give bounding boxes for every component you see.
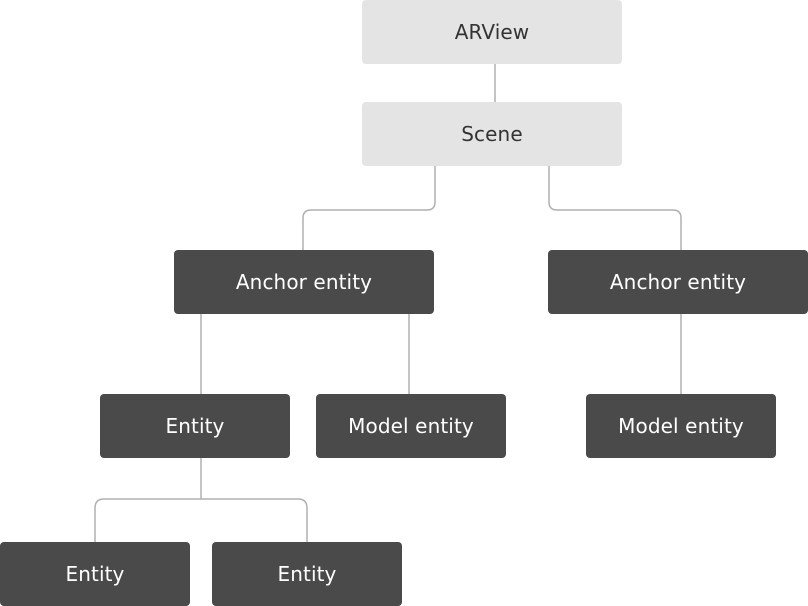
node-label: Anchor entity — [235, 270, 373, 294]
diagram-node-model-entity-right: Model entity — [586, 394, 776, 458]
node-label: ARView — [454, 20, 530, 44]
diagram-node-child-entity-left: Entity — [0, 542, 190, 606]
node-label: Model entity — [348, 414, 474, 438]
diagram-node-anchor-entity-right: Anchor entity — [548, 250, 808, 314]
diagram-node-scene: Scene — [362, 102, 622, 166]
node-label: Scene — [461, 122, 523, 146]
node-label: Model entity — [618, 414, 744, 438]
diagram-node-model-entity-left: Model entity — [316, 394, 506, 458]
node-label: Entity — [65, 562, 125, 586]
connector-scene-anchor1 — [302, 166, 436, 251]
connector-scene-anchor2 — [548, 166, 682, 251]
diagram-node-child-entity-right: Entity — [212, 542, 402, 606]
diagram-node-arview: ARView — [362, 0, 622, 64]
node-label: Entity — [165, 414, 225, 438]
connector-entity-children — [94, 458, 308, 543]
node-label: Anchor entity — [609, 270, 747, 294]
diagram-node-entity: Entity — [100, 394, 290, 458]
diagram-node-anchor-entity-left: Anchor entity — [174, 250, 434, 314]
node-label: Entity — [277, 562, 337, 586]
